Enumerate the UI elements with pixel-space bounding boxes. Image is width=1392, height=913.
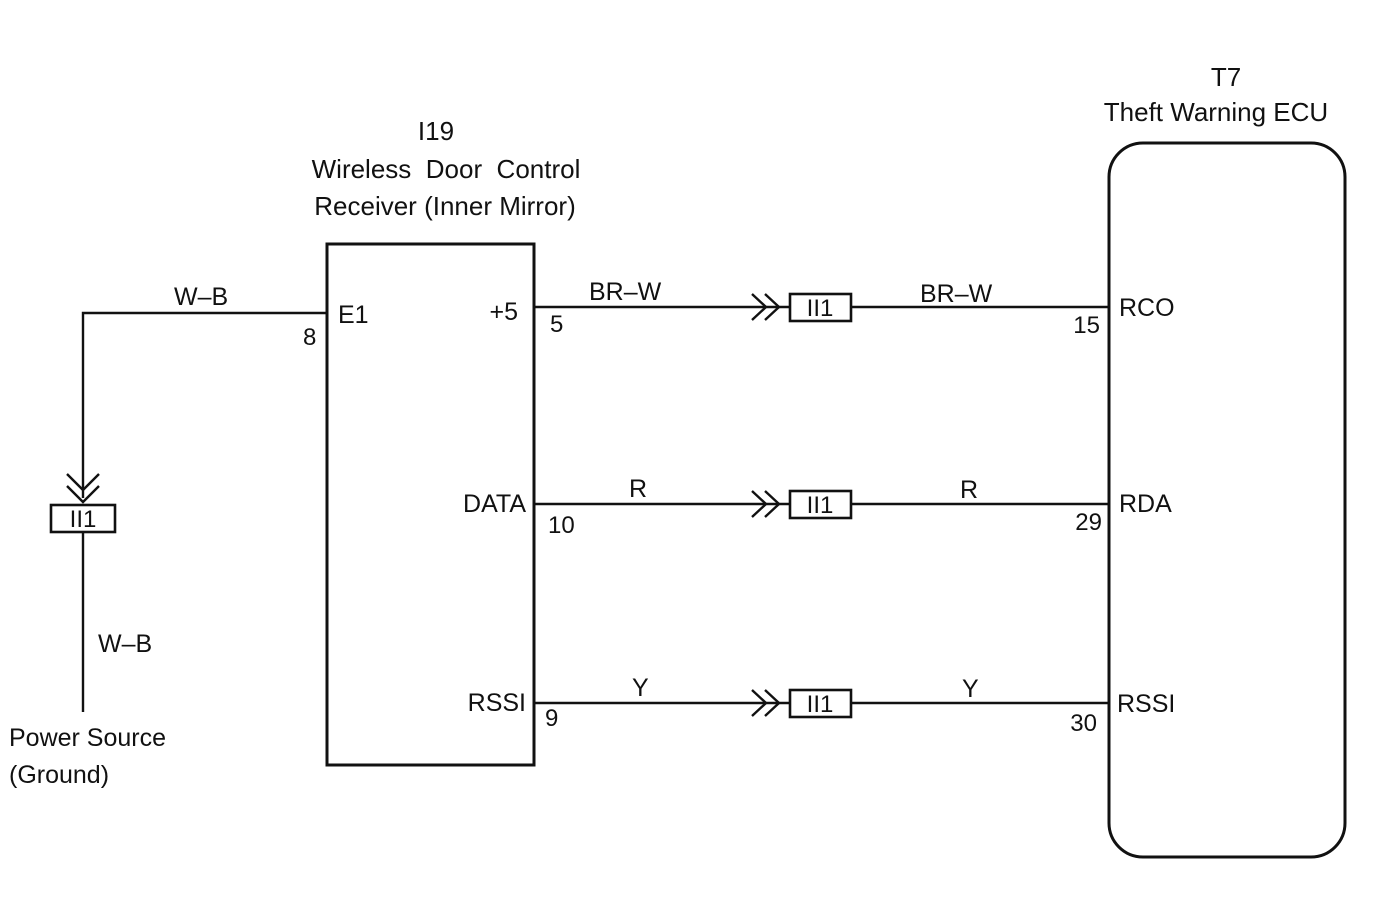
- line1-chevron-1: [751, 293, 768, 321]
- receiver-terminal-rssi: RSSI: [468, 689, 526, 717]
- receiver-pin-10: 10: [548, 512, 575, 539]
- ground-chevron-2: [66, 485, 100, 504]
- line2-wire-color-left: R: [629, 475, 647, 503]
- line2-wire-color-right: R: [960, 476, 978, 504]
- receiver-pin-8: 8: [303, 324, 316, 351]
- ecu-terminal-rco: RCO: [1119, 294, 1175, 322]
- line1-connector-label: II1: [807, 295, 834, 322]
- ecu-pin-15: 15: [1073, 312, 1100, 339]
- line3-chevron-1: [751, 689, 768, 717]
- receiver-name-line1: Wireless Door Control: [312, 154, 581, 184]
- ecu-terminal-rda: RDA: [1119, 490, 1172, 518]
- receiver-terminal-data: DATA: [463, 490, 526, 518]
- ecu-pin-30: 30: [1070, 710, 1097, 737]
- line2-chevron-2: [764, 490, 781, 518]
- line2-connector-label: II1: [807, 492, 834, 519]
- receiver-name-line2: Receiver (Inner Mirror): [314, 191, 576, 221]
- ground-wire-color-top: W–B: [174, 283, 228, 311]
- line1-wire-color-left: BR–W: [589, 278, 662, 306]
- receiver-terminal-e1: E1: [338, 301, 369, 329]
- ground-connector-label: II1: [70, 506, 97, 533]
- power-source-line1: Power Source: [9, 724, 166, 752]
- receiver-code: I19: [418, 116, 454, 146]
- line3-connector-label: II1: [807, 691, 834, 718]
- ecu-box: [1107, 141, 1347, 859]
- power-source-line2: (Ground): [9, 761, 109, 789]
- line3-wire-color-left: Y: [632, 674, 649, 702]
- ground-wire-color-bottom: W–B: [98, 630, 152, 658]
- receiver-terminal-plus5: +5: [489, 298, 518, 326]
- ecu-pin-29: 29: [1075, 509, 1102, 536]
- ground-chevron-1: [66, 473, 100, 492]
- ecu-name: Theft Warning ECU: [1104, 97, 1328, 127]
- ecu-terminal-rssi: RSSI: [1117, 690, 1175, 718]
- ground-wire-upper: [81, 311, 327, 498]
- line3-wire-color-right: Y: [962, 675, 979, 703]
- line2-chevron-1: [751, 490, 768, 518]
- line1-chevron-2: [764, 293, 781, 321]
- receiver-pin-5: 5: [550, 311, 563, 338]
- line3-connector: [788, 688, 853, 719]
- line3-chevron-2: [764, 689, 781, 717]
- line1-wire-color-right: BR–W: [920, 280, 993, 308]
- ecu-code: T7: [1211, 62, 1241, 92]
- receiver-pin-9: 9: [545, 705, 558, 732]
